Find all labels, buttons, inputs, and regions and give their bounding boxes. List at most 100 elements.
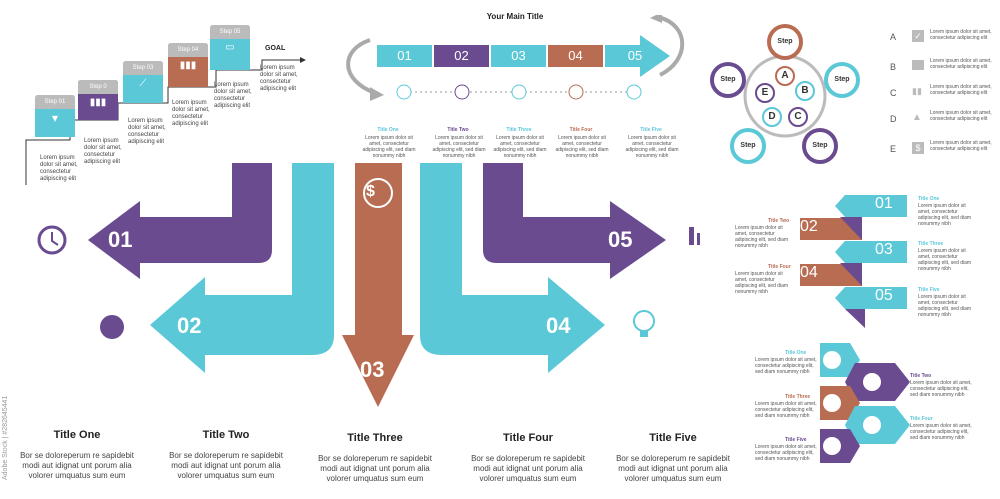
hex-text-4: Lorem ipsum dolor sit amet, consectetur …: [910, 423, 972, 441]
ribbon-text-4: Lorem ipsum dolor sit amet, consectetur …: [735, 271, 789, 295]
main-text-4: Bor se doloreperum re sapidebit modi aut…: [471, 454, 585, 483]
cycle-letter-c: C: [794, 111, 802, 122]
gears-icon: [100, 315, 101, 316]
cycle-letter-b: B: [801, 85, 809, 96]
ribbon-text-2: Lorem ipsum dolor sit amet, consectetur …: [735, 225, 789, 249]
ribbon-title-1: Title One: [918, 196, 940, 202]
dollar-icon: $: [912, 142, 924, 154]
arrow-number-04: 04: [546, 313, 571, 338]
arrow-number-01: 01: [108, 227, 133, 252]
ribbon-title-2: Title Two: [768, 218, 790, 224]
ribbon-number-03: 03: [875, 241, 893, 258]
ribbon-number-01: 01: [875, 195, 893, 212]
main-text-2: Bor se doloreperum re sapidebit modi aut…: [169, 451, 283, 480]
list-letter-c: C: [890, 88, 897, 98]
arrow-number-02: 02: [177, 313, 202, 338]
list-text-a: Lorem ipsum dolor sit amet, consectetur …: [930, 29, 992, 41]
step-label: Step 03: [123, 61, 163, 75]
main-text-3: Bor se doloreperum re sapidebit modi aut…: [318, 454, 432, 483]
main-title-1: Title One: [53, 429, 101, 441]
main-text-1: Bor se doloreperum re sapidebit modi aut…: [20, 451, 134, 480]
ribbon-number-04: 04: [800, 264, 818, 281]
line-chart-icon: ⟋: [139, 78, 147, 89]
step-label: Step 0: [78, 80, 118, 94]
bar-chart-icon: ▮▮▮: [179, 60, 197, 71]
wallet-icon: ▭: [225, 42, 235, 53]
main-title-3: Title Three: [347, 432, 403, 444]
filter-icon: ▾: [51, 111, 59, 125]
hex-text-3: Lorem ipsum dolor sit amet, consectetur …: [755, 401, 817, 419]
step-text-1: Lorem ipsum dolor sit amet, consectetur …: [40, 155, 78, 182]
staircase-lines: [25, 57, 306, 185]
hex-title-1: Title One: [785, 350, 807, 356]
step-text-4: Lorem ipsum dolor sit amet, consectetur …: [172, 100, 210, 127]
goal-text: Lorem ipsum dolor sit amet, consectetur …: [260, 65, 298, 92]
bar-chart-icon: ▮▮: [912, 86, 922, 96]
ribbon-number-02: 02: [800, 218, 818, 235]
list-letter-d: D: [890, 114, 897, 124]
main-text-5: Bor se doloreperum re sapidebit modi aut…: [616, 454, 730, 483]
arrow-bar-svg: [346, 15, 685, 101]
checkbox-icon: ✓: [912, 30, 924, 42]
step-label: Step 05: [210, 25, 250, 39]
main-arrows-svg: [37, 163, 700, 407]
bar-title-4: Title Four: [569, 127, 593, 133]
list-text-d: Lorem ipsum dolor sit amet, consectetur …: [930, 110, 992, 122]
main-title-2: Title Two: [202, 429, 250, 441]
hex-list-svg: [820, 343, 910, 463]
step-box-2: Step 0 ▮▮▮: [78, 80, 118, 120]
dollar-icon: $: [366, 183, 375, 200]
main-title-4: Title Four: [503, 432, 553, 444]
bar-title-1: Title One: [377, 127, 399, 133]
list-text-e: Lorem ipsum dolor sit amet, consectetur …: [930, 140, 992, 152]
bar-text-4: Lorem ipsum dolor sit amet, consectetur …: [555, 135, 609, 159]
ribbon-text-3: Lorem ipsum dolor sit amet, consectetur …: [918, 248, 972, 272]
step-box-1: Step 01 ▾: [35, 95, 75, 137]
main-title-5: Title Five: [649, 432, 697, 444]
hex-title-4: Title Four: [910, 416, 933, 422]
hex-title-3: Title Three: [785, 394, 811, 400]
ribbon-text-5: Lorem ipsum dolor sit amet, consectetur …: [918, 294, 972, 318]
hex-title-2: Title Two: [910, 373, 932, 379]
hex-title-5: Title Five: [785, 437, 807, 443]
list-letter-e: E: [890, 144, 897, 154]
hex-text-2: Lorem ipsum dolor sit amet, consectetur …: [910, 380, 972, 398]
ribbon-svg: [800, 195, 907, 328]
bar-text-5: Lorem ipsum dolor sit amet, consectetur …: [625, 135, 679, 159]
ribbon-title-5: Title Five: [918, 287, 940, 293]
ribbon-title-4: Title Four: [768, 264, 791, 270]
bar-title-3: Title Three: [506, 127, 532, 133]
briefcase-icon: [912, 60, 924, 70]
main-title: Your Main Title: [486, 12, 544, 21]
cycle-step-a: Step: [777, 38, 793, 45]
step-text-3: Lorem ipsum dolor sit amet, consectetur …: [128, 118, 166, 145]
pyramid-icon: ▲: [912, 112, 922, 123]
step-box-5: Step 05 ▭: [210, 25, 250, 70]
step-box-4: Step 04 ▮▮▮: [168, 43, 208, 87]
bar-text-1: Lorem ipsum dolor sit amet, consectetur …: [362, 135, 416, 159]
hex-text-5: Lorem ipsum dolor sit amet, consectetur …: [755, 444, 817, 462]
cycle-step-b: Step: [834, 76, 850, 83]
step-text-5: Lorem ipsum dolor sit amet, consectetur …: [214, 82, 252, 109]
arrow-number-05: 05: [608, 227, 633, 252]
cycle-svg: [710, 24, 860, 164]
segment-03: 03: [511, 48, 526, 63]
segment-05: 05: [627, 48, 643, 63]
cycle-letter-e: E: [761, 87, 769, 98]
bar-title-5: Title Five: [640, 127, 662, 133]
ribbon-title-3: Title Three: [918, 241, 944, 247]
step-label: Step 01: [35, 95, 75, 109]
segment-02: 02: [454, 48, 469, 63]
arrow-number-03: 03: [360, 357, 385, 382]
bar-chart-icon: [688, 228, 689, 229]
list-letter-b: B: [890, 62, 897, 72]
hex-text-1: Lorem ipsum dolor sit amet, consectetur …: [755, 357, 817, 375]
cycle-step-e: Step: [720, 76, 736, 83]
ribbon-number-05: 05: [875, 287, 893, 304]
cycle-step-c: Step: [812, 142, 828, 149]
goal-label: GOAL: [265, 45, 286, 52]
segment-01: 01: [397, 48, 412, 63]
bar-title-2: Title Two: [447, 127, 469, 133]
bar-text-2: Lorem ipsum dolor sit amet, consectetur …: [432, 135, 486, 159]
cycle-step-d: Step: [740, 142, 756, 149]
